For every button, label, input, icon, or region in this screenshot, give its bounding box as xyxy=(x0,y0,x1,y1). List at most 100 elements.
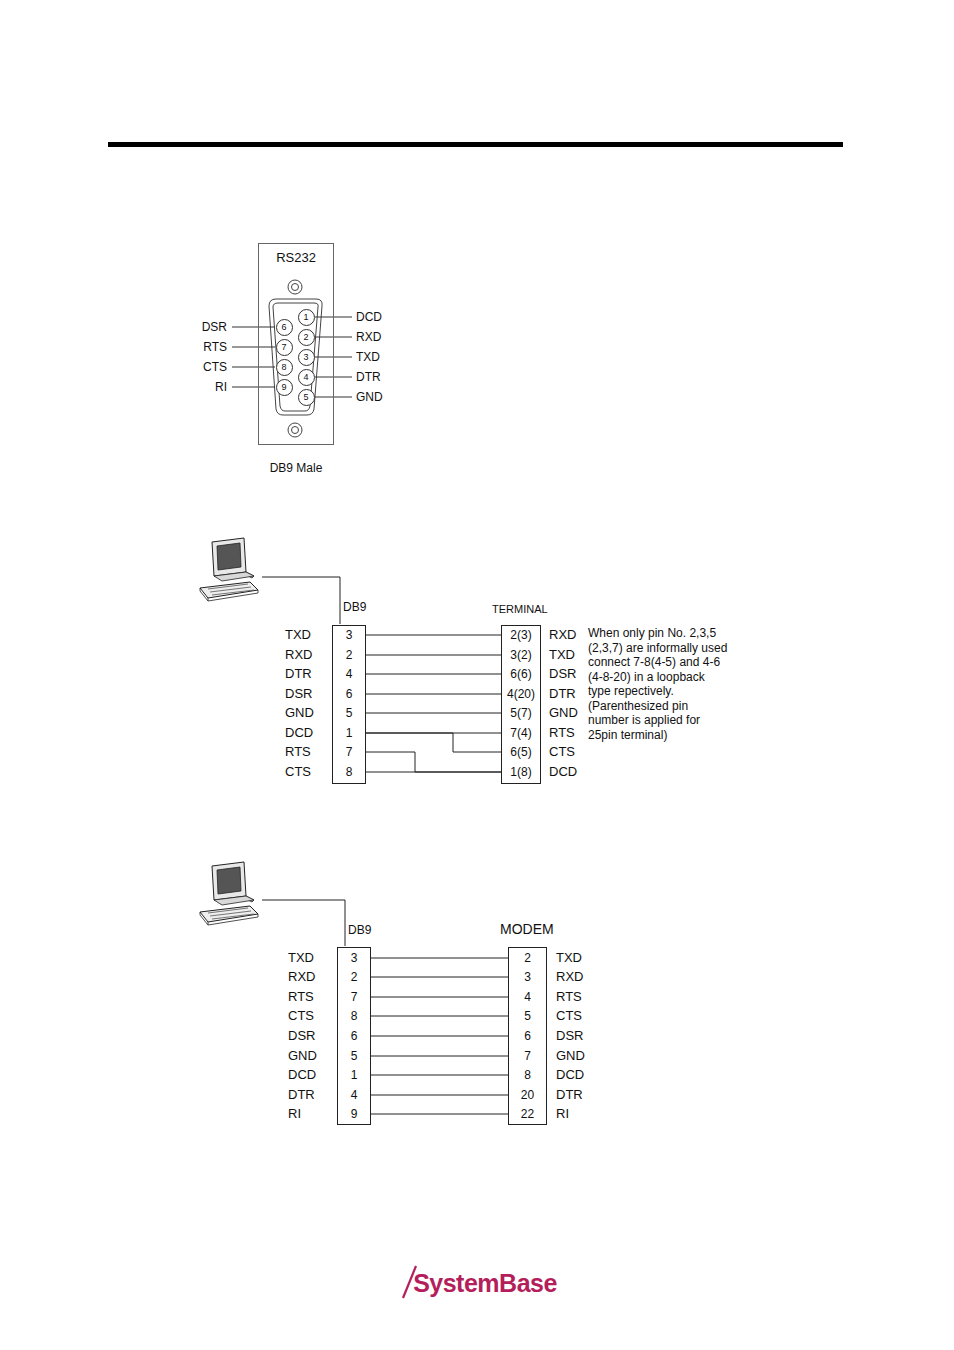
signal-name: RXD xyxy=(288,969,315,985)
signal-name: DTR xyxy=(288,1087,315,1103)
pin-number: 1 xyxy=(351,1067,358,1083)
signal-name: DCD xyxy=(549,764,577,780)
wire xyxy=(371,997,508,998)
pin-number: 7 xyxy=(351,989,358,1005)
pin-number: 3 xyxy=(351,950,358,966)
signal-name: TXD xyxy=(556,950,582,966)
pin-number: 4 xyxy=(299,370,314,385)
column-heading: DB9 xyxy=(348,922,371,938)
connector-housing: RS232DB9 Male123456789 xyxy=(258,243,334,445)
pin-number: 3 xyxy=(299,350,314,365)
wire xyxy=(366,635,501,636)
wire xyxy=(366,674,501,675)
wire xyxy=(371,958,508,959)
signal-name: TXD xyxy=(285,627,311,643)
db9-pin-column: DB9327865149 xyxy=(337,947,371,1125)
signal-name: RI xyxy=(288,1106,301,1122)
pin-number: 1 xyxy=(299,310,314,325)
signal-name: RTS xyxy=(203,339,227,355)
pin-number: 8 xyxy=(277,360,292,375)
pin-number: 3 xyxy=(346,627,353,643)
wire xyxy=(371,1114,508,1115)
wire xyxy=(371,1095,508,1096)
pin-number: 5 xyxy=(299,390,314,405)
pin-number: 4 xyxy=(524,989,531,1005)
signal-name: GND xyxy=(285,705,314,721)
signal-name: TXD xyxy=(356,349,380,365)
signal-name: DSR xyxy=(549,666,576,682)
leader-line xyxy=(232,317,352,397)
signal-name: GND xyxy=(288,1048,317,1064)
signal-name: DCD xyxy=(288,1067,316,1083)
pin-number: 6(5) xyxy=(510,744,531,760)
signal-name: CTS xyxy=(549,744,575,760)
pin-number: 2 xyxy=(524,950,531,966)
pin-number: 7 xyxy=(277,340,292,355)
db9-pin-column: DB932465178 xyxy=(332,625,366,784)
wire xyxy=(366,713,501,714)
signal-name: RI xyxy=(556,1106,569,1122)
pin-circle: 8 xyxy=(276,359,293,376)
db9-connector xyxy=(269,280,322,437)
signal-name: RXD xyxy=(556,969,583,985)
pin-number: 8 xyxy=(524,1067,531,1083)
signal-name: CTS xyxy=(556,1008,582,1024)
signal-name: RXD xyxy=(549,627,576,643)
header-rule xyxy=(108,142,843,147)
connector-title: RS232 xyxy=(276,250,316,266)
wire xyxy=(366,772,501,773)
signal-name: GND xyxy=(549,705,578,721)
signal-name: DCD xyxy=(356,309,382,325)
pin-number: 7(4) xyxy=(510,725,531,741)
wire xyxy=(366,694,501,695)
pin-number: 4 xyxy=(351,1087,358,1103)
signal-name: DSR xyxy=(285,686,312,702)
pin-number: 20 xyxy=(521,1087,534,1103)
pin-circle: 9 xyxy=(276,379,293,396)
signal-name: CTS xyxy=(203,359,227,375)
wire xyxy=(371,977,508,978)
wire xyxy=(371,1036,508,1037)
signal-name: RTS xyxy=(556,989,582,1005)
cable xyxy=(262,577,340,624)
pin-circle: 4 xyxy=(298,369,315,386)
signal-name: RTS xyxy=(285,744,311,760)
pin-circle: 7 xyxy=(276,339,293,356)
wire xyxy=(366,733,501,752)
signal-name: RI xyxy=(215,379,227,395)
pin-number: 1(8) xyxy=(510,764,531,780)
pin-circle: 6 xyxy=(276,319,293,336)
signal-name: GND xyxy=(356,389,383,405)
column-heading: DB9 xyxy=(343,599,366,615)
signal-name: RXD xyxy=(285,647,312,663)
pin-number: 4 xyxy=(346,666,353,682)
signal-name: RTS xyxy=(549,725,575,741)
wiring-note: When only pin No. 2,3,5 (2,3,7) are info… xyxy=(588,626,730,742)
signal-name: DCD xyxy=(556,1067,584,1083)
remote-pin-column: TERMINAL2(3)3(2)6(6)4(20)5(7)7(4)6(5)1(8… xyxy=(501,625,541,784)
pin-number: 2(3) xyxy=(510,627,531,643)
wire xyxy=(366,752,501,772)
cable xyxy=(262,900,345,946)
signal-name: DCD xyxy=(285,725,313,741)
pin-number: 2 xyxy=(299,330,314,345)
pin-number: 6 xyxy=(524,1028,531,1044)
pin-number: 7 xyxy=(524,1048,531,1064)
pin-number: 3(2) xyxy=(510,647,531,663)
pin-number: 5 xyxy=(346,705,353,721)
pin-number: 4(20) xyxy=(507,686,535,702)
pin-circle: 1 xyxy=(298,309,315,326)
pin-number: 2 xyxy=(351,969,358,985)
pin-number: 3 xyxy=(524,969,531,985)
signal-name: GND xyxy=(556,1048,585,1064)
signal-name: TXD xyxy=(288,950,314,966)
pin-number: 9 xyxy=(351,1106,358,1122)
pin-number: 1 xyxy=(346,725,353,741)
company-logo: SystemBase xyxy=(413,1268,557,1298)
signal-name: CTS xyxy=(285,764,311,780)
pin-circle: 5 xyxy=(298,389,315,406)
signal-name: DSR xyxy=(556,1028,583,1044)
wire xyxy=(371,1075,508,1076)
